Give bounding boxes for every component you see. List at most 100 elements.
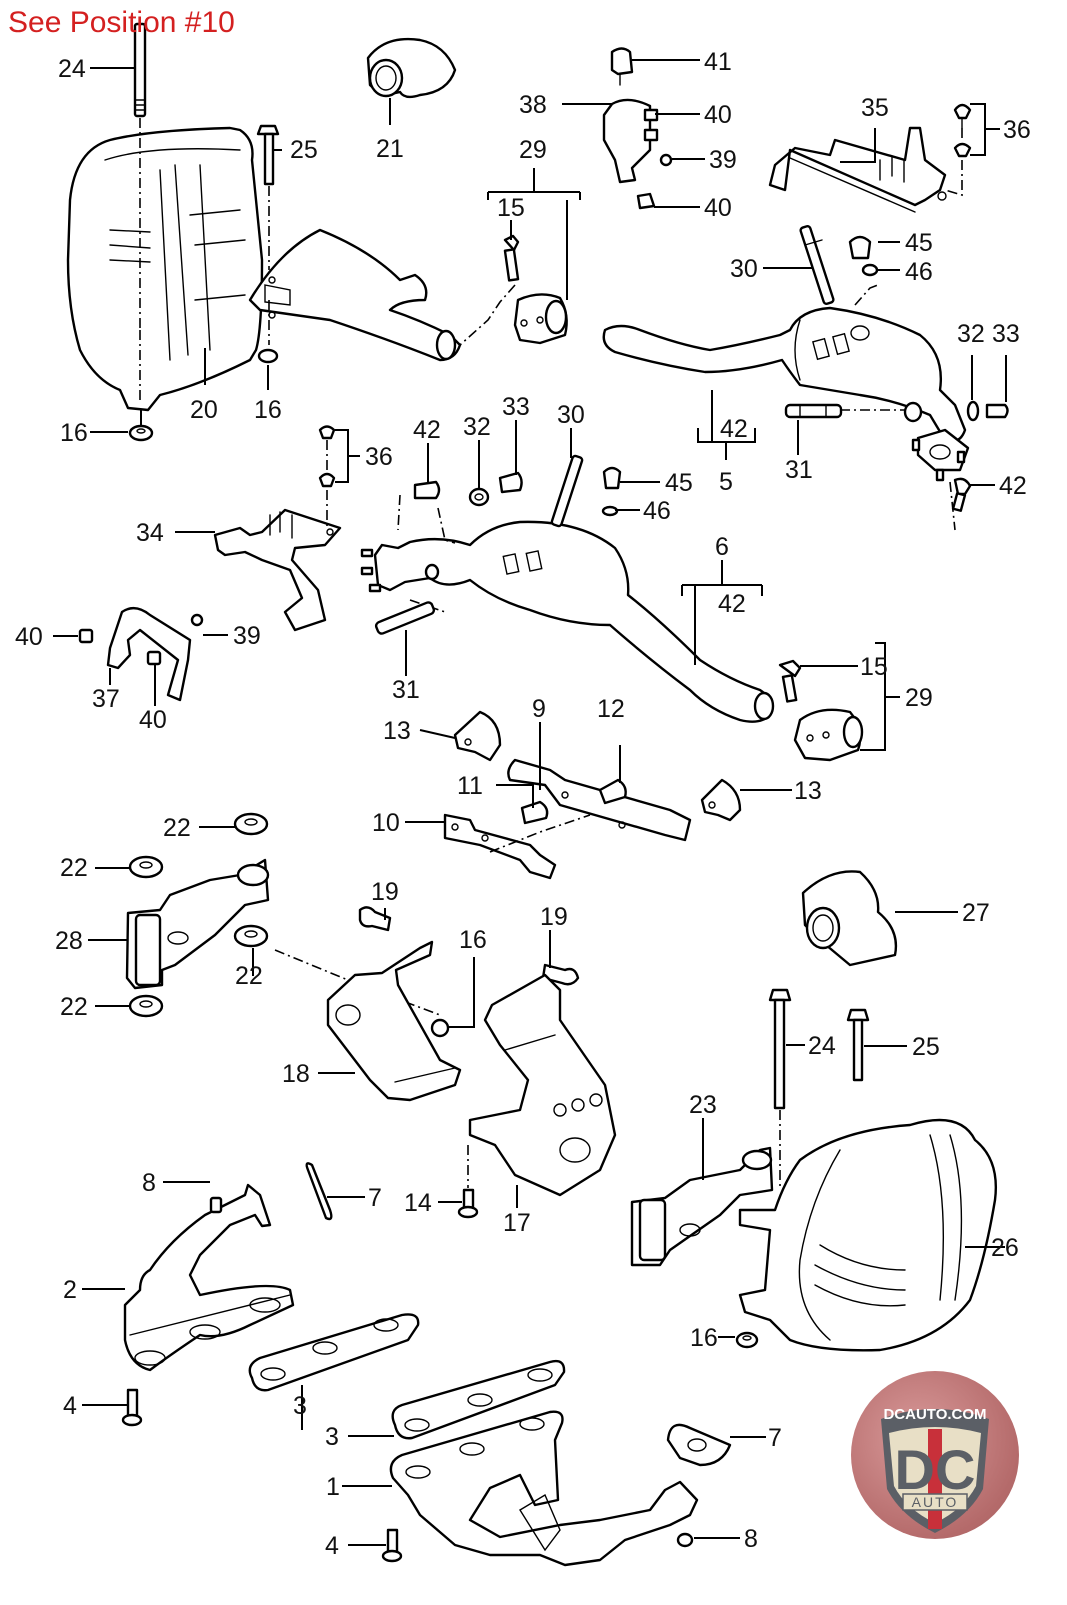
part-plug-45-center	[601, 466, 622, 517]
callout-18: 18	[282, 1060, 310, 1088]
part-rear-muffler-left	[66, 126, 462, 412]
part-stud-31-top	[784, 403, 843, 419]
callout-17: 17	[503, 1209, 531, 1237]
callout-40: 40	[704, 194, 732, 222]
part-sleeve-27	[801, 870, 898, 967]
callout-16: 16	[690, 1324, 718, 1352]
part-bolt-42-right	[951, 477, 972, 512]
callout-19: 19	[371, 878, 399, 906]
callout-36: 36	[1003, 116, 1031, 144]
callout-33: 33	[992, 320, 1020, 348]
callout-32: 32	[957, 320, 985, 348]
part-bushing-22a	[233, 812, 269, 836]
callout-5: 5	[719, 468, 733, 496]
part-bolt-4-right	[381, 1528, 403, 1563]
callout-33: 33	[502, 393, 530, 421]
part-bolt-24-lower	[768, 988, 792, 1190]
part-sensor-boss-8-right	[676, 1532, 694, 1548]
part-bracket-17	[468, 973, 617, 1197]
callout-40: 40	[139, 706, 167, 734]
callout-labels: 24 25 21 20 16 16 29 15 41 38 40 39 40 3…	[15, 48, 1031, 1560]
part-bracket-18	[326, 940, 462, 1102]
part-bushing-22c	[233, 924, 269, 948]
callout-42: 42	[999, 472, 1027, 500]
part-bolt-14	[457, 1145, 479, 1219]
callout-45: 45	[905, 229, 933, 257]
dcauto-logo[interactable]: DCAUTO.COM DC AUTO	[851, 1371, 1019, 1539]
callout-8: 8	[744, 1525, 758, 1553]
callout-42: 42	[720, 415, 748, 443]
part-bracket-23	[630, 1146, 774, 1267]
part-bolt-12	[598, 778, 627, 805]
part-bolt-42-center	[413, 480, 441, 500]
callout-39: 39	[233, 622, 261, 650]
callout-30: 30	[557, 401, 585, 429]
part-bolt-11	[520, 800, 549, 825]
callout-42: 42	[718, 590, 746, 618]
callout-32: 32	[463, 413, 491, 441]
callout-4: 4	[325, 1532, 339, 1560]
part-sleeve-21	[366, 37, 457, 99]
part-bracket-34	[213, 425, 342, 632]
part-bolt-25-top	[256, 124, 280, 345]
part-bolt-19b	[541, 963, 580, 986]
callout-13: 13	[794, 777, 822, 805]
part-catalytic-converter-6	[360, 494, 775, 723]
logo-top-text: DCAUTO.COM	[883, 1406, 986, 1423]
callout-22: 22	[163, 814, 191, 842]
callout-38: 38	[519, 91, 547, 119]
part-bolt-24-top	[133, 22, 147, 330]
callout-35: 35	[861, 94, 889, 122]
callout-42: 42	[413, 416, 441, 444]
callout-40: 40	[704, 101, 732, 129]
part-stud-30-center	[550, 454, 584, 528]
callout-16: 16	[60, 419, 88, 447]
part-washer-32-center	[468, 487, 490, 507]
part-bracket-28	[125, 858, 270, 990]
part-bracket-38	[602, 47, 673, 210]
callout-37: 37	[92, 685, 120, 713]
part-gasket-3-right	[391, 1359, 566, 1440]
callout-2: 2	[63, 1276, 77, 1304]
callout-34: 34	[136, 519, 164, 547]
callout-3: 3	[325, 1423, 339, 1451]
callout-31: 31	[785, 456, 813, 484]
callout-29: 29	[519, 136, 547, 164]
callout-16: 16	[459, 926, 487, 954]
callout-15: 15	[860, 653, 888, 681]
part-nut-16b	[128, 410, 154, 442]
callout-39: 39	[709, 146, 737, 174]
callout-15: 15	[497, 194, 525, 222]
callout-29: 29	[905, 684, 933, 712]
part-stud-30-top	[799, 224, 835, 306]
see-position-note: See Position #10	[8, 6, 235, 39]
callout-1: 1	[326, 1473, 340, 1501]
part-bolt-25-lower	[846, 1008, 870, 1082]
callout-4: 4	[63, 1392, 77, 1420]
callout-28: 28	[55, 927, 83, 955]
part-bushing-22d	[128, 994, 164, 1018]
callout-45: 45	[665, 469, 693, 497]
callout-22: 22	[60, 993, 88, 1021]
part-sensor-boss-8-left	[209, 1196, 223, 1214]
part-gasket-7-right	[666, 1423, 732, 1467]
part-clamp-29-top	[459, 234, 568, 346]
part-bolt-19a	[358, 906, 392, 932]
callout-23: 23	[689, 1091, 717, 1119]
callout-41: 41	[704, 48, 732, 76]
part-catalytic-converter-5	[602, 284, 970, 531]
part-nut-16d	[735, 1331, 759, 1349]
part-plug-45-top	[848, 235, 879, 277]
callout-22: 22	[60, 854, 88, 882]
callout-46: 46	[905, 258, 933, 286]
part-hanger-13-left	[453, 710, 502, 762]
callout-13: 13	[383, 717, 411, 745]
callout-24: 24	[808, 1032, 836, 1060]
part-bolt-33-top	[985, 403, 1009, 419]
part-bolt-33-center	[498, 471, 523, 494]
callout-7: 7	[368, 1184, 382, 1212]
part-bushing-22b	[128, 855, 164, 879]
callout-9: 9	[532, 695, 546, 723]
callout-40: 40	[15, 623, 43, 651]
callout-46: 46	[643, 497, 671, 525]
